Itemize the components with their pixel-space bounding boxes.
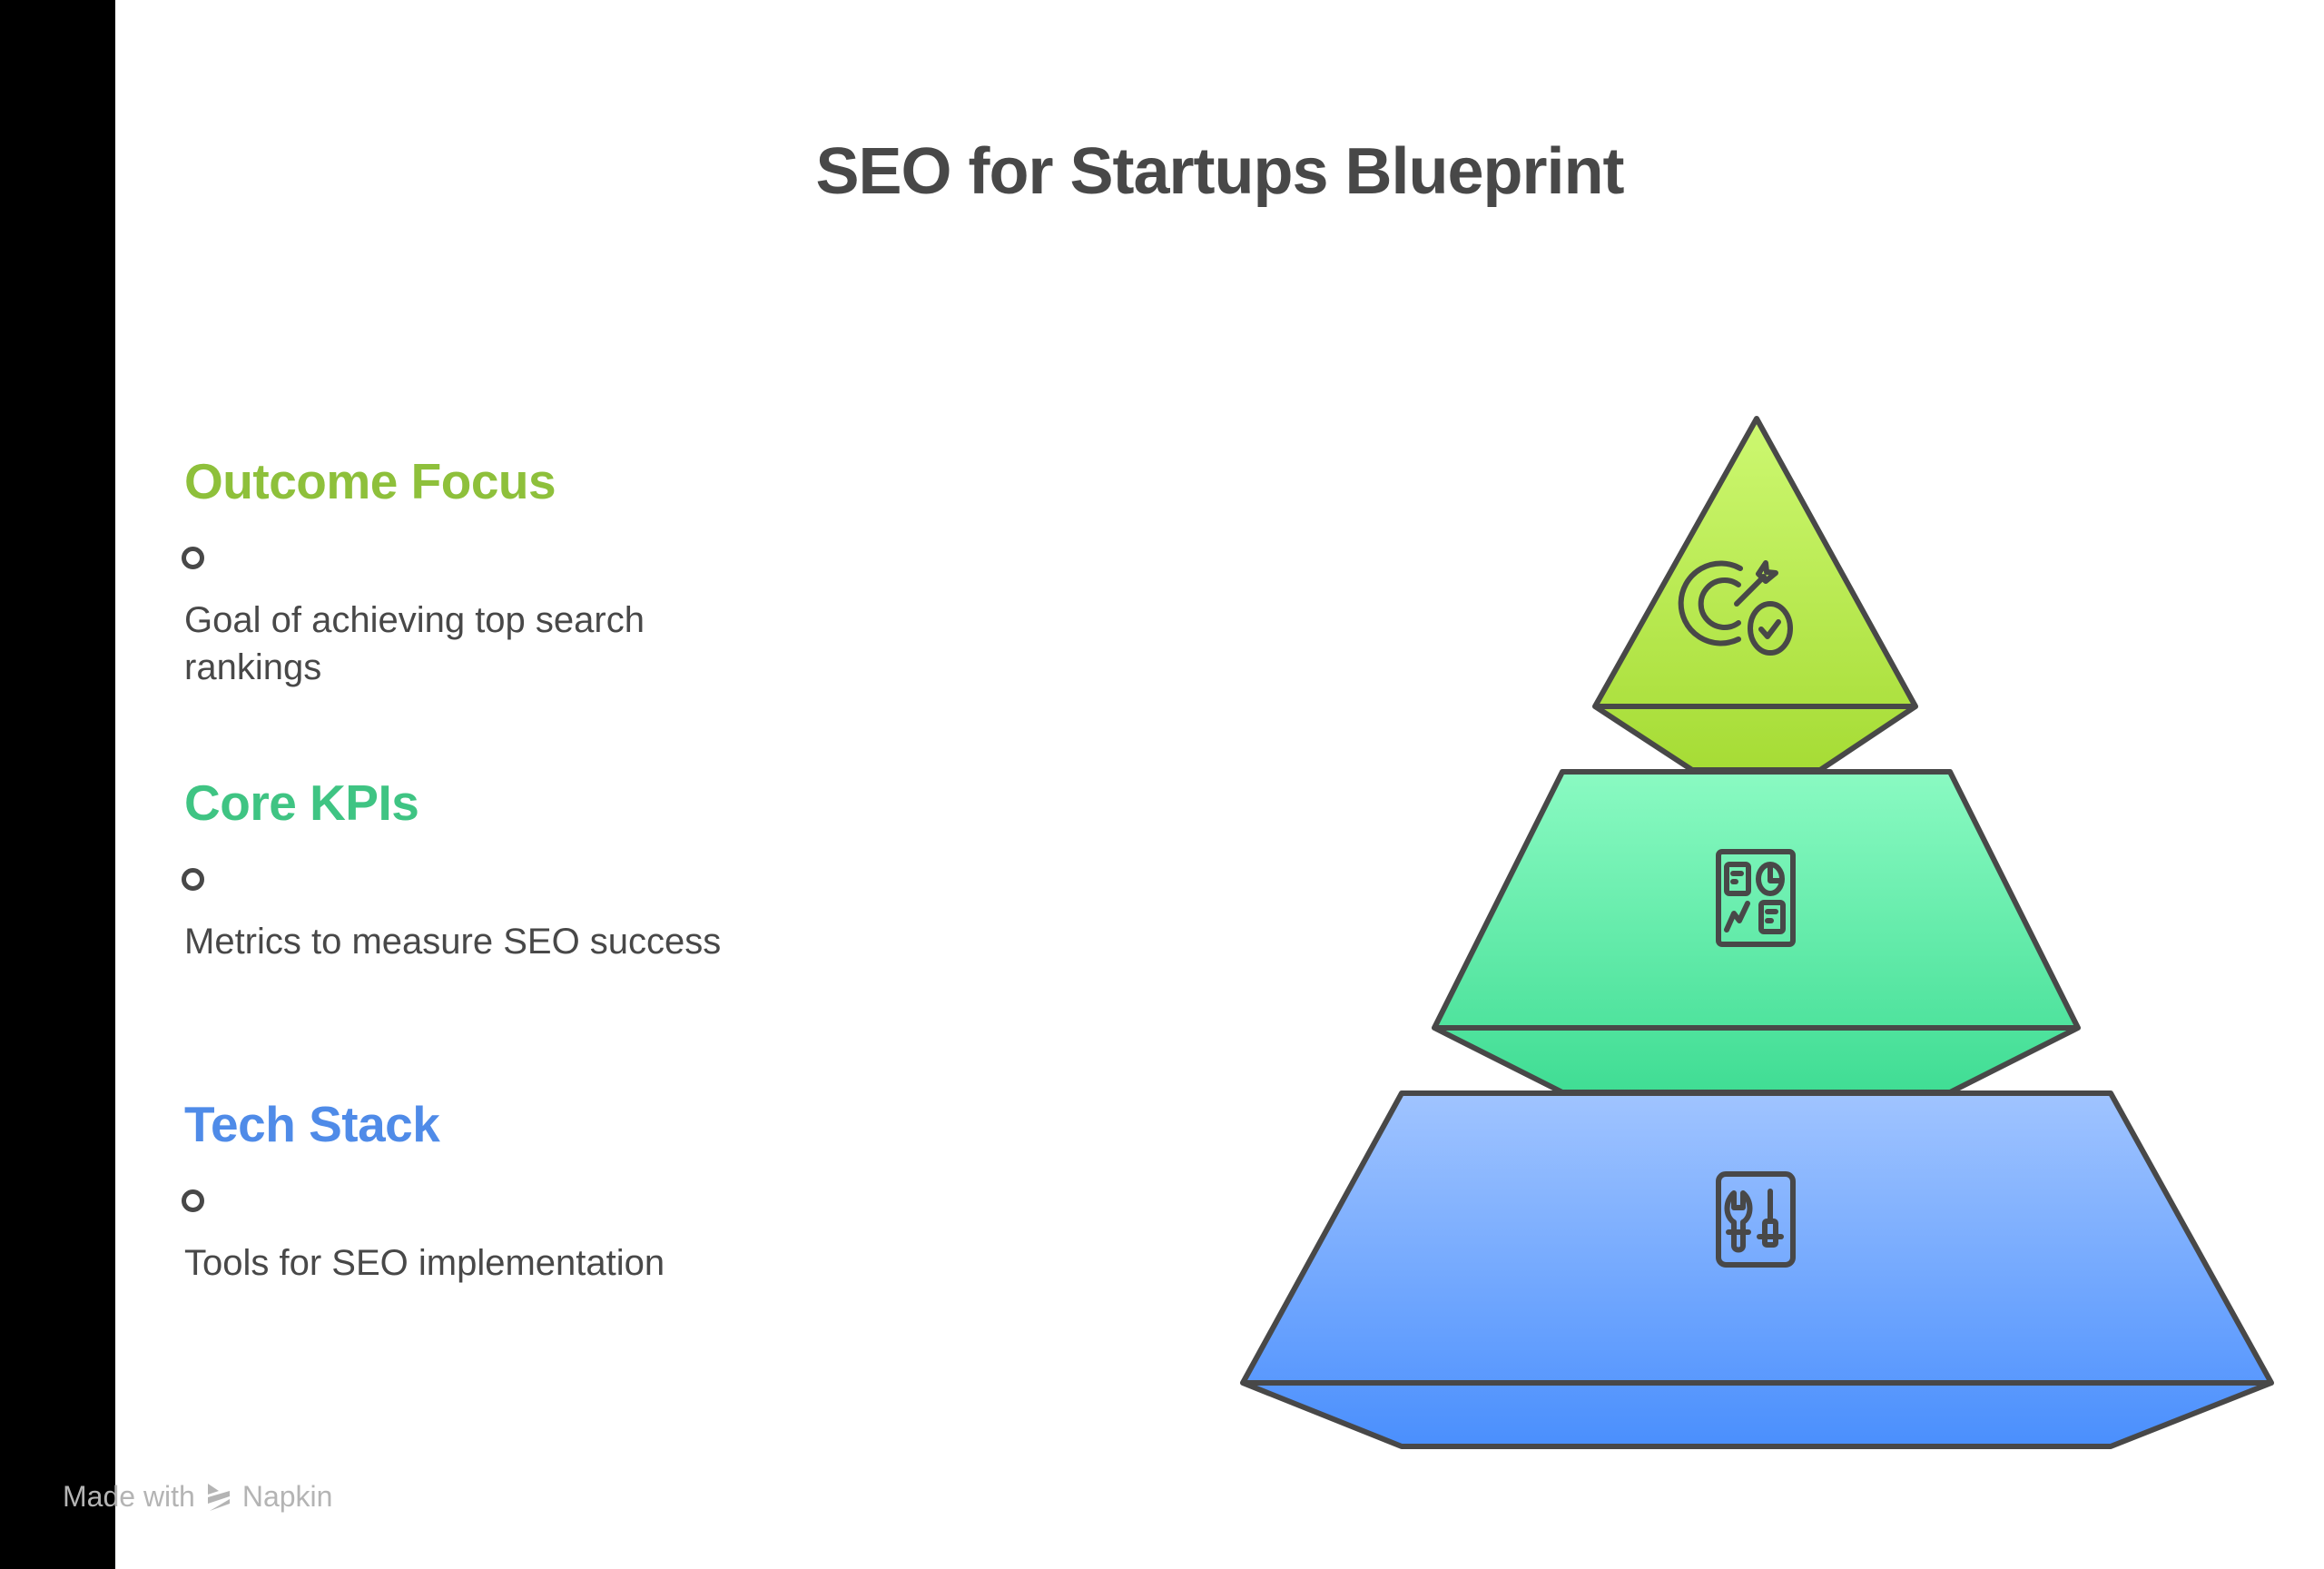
description-line: rankings <box>184 647 322 687</box>
section-outcome-focus: Outcome Focus Goal of achieving top sear… <box>182 452 838 691</box>
bullet-circle-icon <box>182 547 204 569</box>
pyramid-tier-top <box>1592 416 1918 773</box>
description-line: Tools for SEO implementation <box>184 1243 665 1283</box>
bullet-circle-icon <box>182 1189 204 1212</box>
section-tech-stack: Tech Stack Tools for SEO implementation <box>182 1095 838 1287</box>
section-description: Tools for SEO implementation <box>184 1239 838 1287</box>
section-heading: Core KPIs <box>184 775 419 831</box>
section-description: Goal of achieving top search rankings <box>184 597 838 691</box>
pyramid-tier-middle <box>1432 769 2081 1095</box>
left-black-bar <box>0 0 115 1569</box>
tools-panel-icon <box>1716 1171 1796 1268</box>
section-description: Metrics to measure SEO success <box>184 918 838 965</box>
section-heading: Tech Stack <box>184 1096 440 1152</box>
bullet-circle-icon <box>182 868 204 891</box>
description-line: Goal of achieving top search <box>184 600 645 640</box>
footer-watermark: Made with Napkin <box>63 1480 332 1514</box>
description-line: Metrics to measure SEO success <box>184 922 722 962</box>
pyramid-tier-bottom <box>1240 1090 2274 1449</box>
dashboard-metrics-icon <box>1716 849 1796 947</box>
footer-brand: Napkin <box>241 1480 333 1513</box>
target-check-icon <box>1678 560 1793 656</box>
footer-made-with: Made with <box>63 1480 195 1513</box>
page-title: SEO for Startups Blueprint <box>815 135 1624 208</box>
napkin-logo-icon <box>207 1483 230 1511</box>
section-heading: Outcome Focus <box>184 453 556 509</box>
section-core-kpis: Core KPIs Metrics to measure SEO success <box>182 774 838 965</box>
